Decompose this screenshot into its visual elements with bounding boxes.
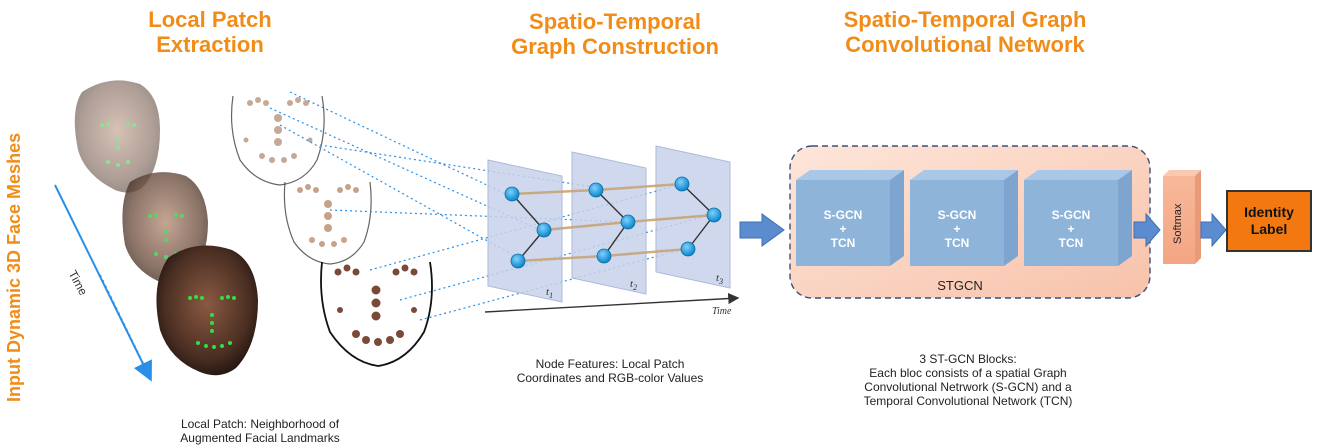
time-axis-label: Time: [712, 306, 732, 317]
graph-node: [620, 214, 636, 230]
time-axis: [484, 292, 740, 313]
panel-t3-label: t3: [716, 272, 723, 286]
block-line1: S-GCN: [937, 208, 977, 222]
panel-t2-label: t2: [630, 278, 637, 292]
temporal-edges: [511, 182, 715, 263]
graph-construction-title-line1: Spatio-Temporal: [529, 9, 701, 34]
graph-node: [536, 222, 552, 238]
caption-line: Convolutional Netrwork (S-GCN) and a: [864, 380, 1072, 394]
softmax-label: Softmax: [1172, 203, 1184, 244]
panel-t1-label: t1: [546, 286, 553, 300]
stgcn-cube-2: [910, 170, 1018, 266]
block-line2: +: [953, 222, 961, 236]
stgcn-title: Spatio-Temporal Graph Convolutional Netw…: [790, 7, 1140, 57]
caption-line: Temporal Convolutional Network (TCN): [863, 394, 1073, 408]
identity-line1: Identity: [1244, 204, 1294, 220]
block-line1: S-GCN: [1051, 208, 1091, 222]
block-line2: +: [1067, 222, 1075, 236]
graph-construction-title-line2: Graph Construction: [511, 34, 719, 59]
caption-line: Local Patch: Neighborhood of: [180, 417, 340, 431]
arrow-graph-to-stgcn: [739, 213, 785, 247]
landmark-face-3: [320, 261, 433, 367]
local-patch-title-line2: Extraction: [156, 32, 264, 57]
softmax-block: [1163, 170, 1201, 264]
face-mesh-1: [74, 80, 160, 193]
local-patch-title-line1: Local Patch: [148, 7, 272, 32]
block-line1: S-GCN: [823, 208, 863, 222]
local-patch-title: Local Patch Extraction: [100, 7, 320, 57]
block-line3: TCN: [830, 236, 856, 250]
graph-node: [680, 241, 696, 257]
stgcn-blocks-caption: 3 ST-GCN Blocks: Each bloc consists of a…: [818, 352, 1118, 408]
graph-construction-title: Spatio-Temporal Graph Construction: [470, 9, 760, 59]
node-features-caption: Node Features: Local Patch Coordinates a…: [480, 357, 740, 385]
block-line3: TCN: [944, 236, 970, 250]
landmark-face-2: [283, 181, 372, 265]
local-patch-caption: Local Patch: Neighborhood of Augmented F…: [160, 417, 360, 445]
landmark-face-1: [230, 95, 325, 186]
caption-line: 3 ST-GCN Blocks:: [919, 352, 1017, 366]
block-line2: +: [839, 222, 847, 236]
stgcn-title-line2: Convolutional Network: [845, 32, 1085, 57]
graph-node: [504, 186, 520, 202]
stgcn-block-1-label: S-GCN + TCN: [796, 208, 890, 250]
graph-node: [706, 207, 722, 223]
arrow-stgcn-to-softmax: [1133, 212, 1161, 248]
identity-label-box: Identity Label: [1226, 190, 1312, 252]
caption-line: Node Features: Local Patch: [535, 357, 685, 371]
stgcn-label: STGCN: [937, 278, 983, 293]
face-mesh-3: [156, 245, 258, 376]
arrow-softmax-to-identity: [1200, 212, 1227, 248]
stgcn-title-line1: Spatio-Temporal Graph: [843, 7, 1087, 32]
identity-line2: Label: [1250, 221, 1288, 237]
graph-node: [510, 253, 526, 269]
stgcn-cube-3: [1024, 170, 1132, 266]
graph-node: [596, 248, 612, 264]
stgcn-cube-1: [796, 170, 904, 266]
time-arrow-dotted: [99, 274, 151, 379]
graph-node: [588, 182, 604, 198]
stgcn-block-3-label: S-GCN + TCN: [1024, 208, 1118, 250]
block-line3: TCN: [1058, 236, 1084, 250]
graph-nodes: [504, 176, 722, 269]
stgcn-block-2-label: S-GCN + TCN: [910, 208, 1004, 250]
graph-node: [674, 176, 690, 192]
caption-line: Coordinates and RGB-color Values: [516, 371, 704, 385]
caption-line: Augmented Facial Landmarks: [180, 431, 340, 445]
caption-line: Each bloc consists of a spatial Graph: [869, 366, 1067, 380]
